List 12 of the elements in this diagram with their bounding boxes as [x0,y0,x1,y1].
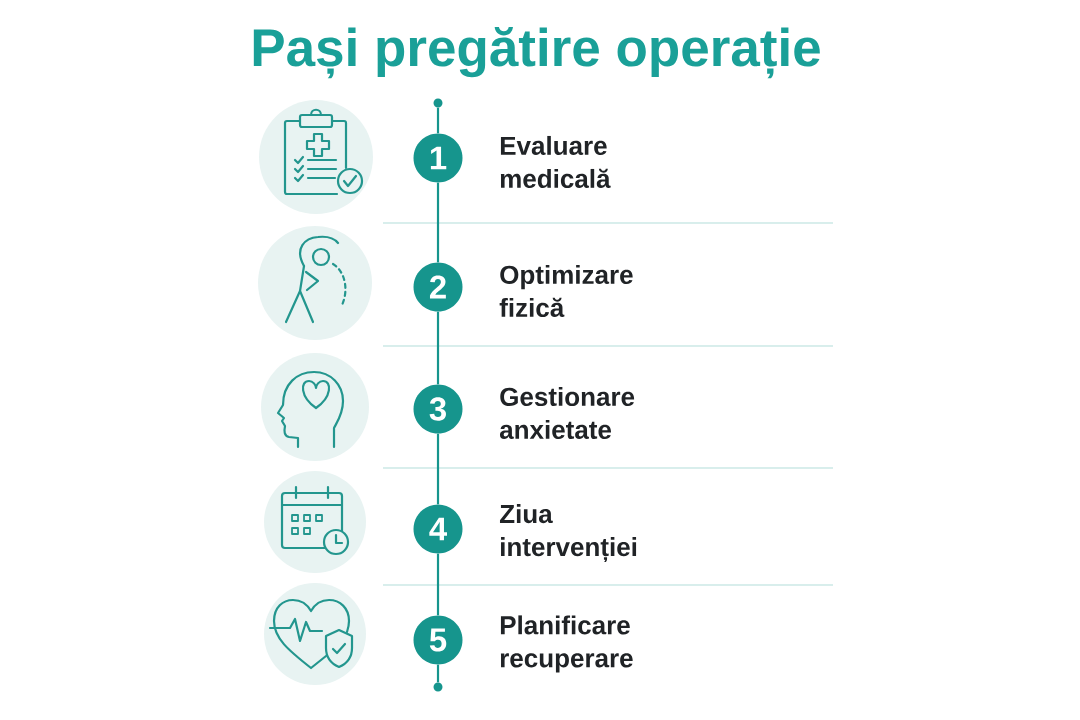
step-label: Gestionare anxietate [499,386,635,440]
step-label: Ziua intervenției [499,504,637,562]
timeline-line [436,182,440,263]
title: Pași pregătire operație [253,27,820,79]
step-label: Evaluare medicală [500,135,611,189]
timeline-line [436,664,440,683]
timeline-line [436,433,440,505]
timeline-line [436,311,440,385]
timeline-line [436,107,440,134]
timeline-line [436,553,440,616]
step-label: Planificare recuperare [500,615,633,673]
step-label: Optimizare fizică [499,264,633,318]
